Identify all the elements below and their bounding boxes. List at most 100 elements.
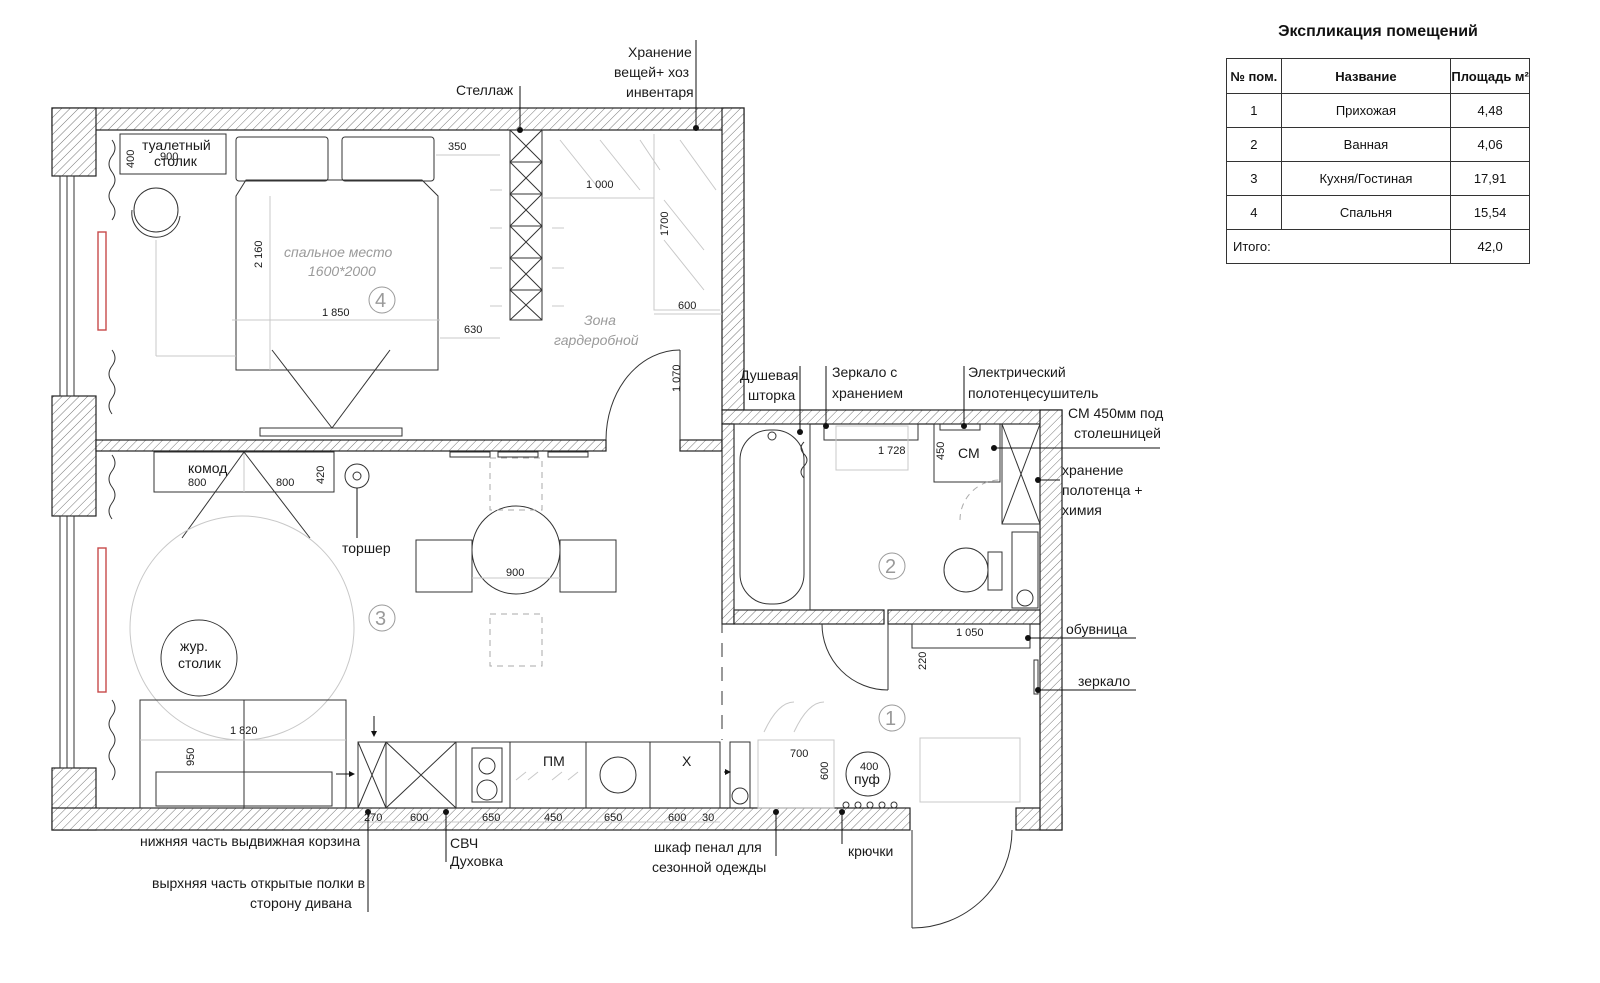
cell-num: 1 [1226,93,1282,128]
hallway: 1 050 220 1 400 пуф 700 600 [724,623,1039,929]
dim-800-b: 800 [276,477,294,489]
dishwasher-label: ПМ [543,753,565,769]
dim-700: 700 [790,748,808,760]
callout-shelves-2: сторону дивана [250,895,352,911]
callout-wardrobe-2: сезонной одежды [652,859,766,875]
callout-towel-storage-1: хранение [1062,462,1124,478]
cell-area: 4,48 [1450,93,1530,128]
header-num: № пом. [1226,58,1282,94]
callout-shower-1: Душевая [740,367,798,383]
dim-600-wardrobe: 600 [678,300,696,312]
pouf-label: пуф [854,771,880,787]
dim-k-450: 450 [544,812,562,824]
bed-label-1: спальное место [284,244,392,260]
bathroom: 1 728 СМ 450 2 [733,423,1041,691]
callout-storage-2: вещей+ хоз [614,64,689,80]
dim-1820: 1 820 [230,725,258,737]
dim-vanity-w: 900 [160,151,178,163]
radiator-living [97,547,107,693]
dim-1700: 1700 [659,212,671,236]
callout-shelves-1: вырхняя часть открытые полки в [152,875,365,891]
dim-900: 900 [506,567,524,579]
dim-350: 350 [448,141,466,153]
dim-600-hall: 600 [819,762,831,780]
table-header-row: № пом. Название Площадь м² [1226,58,1530,94]
cell-num: 2 [1226,127,1282,162]
total-label: Итого: [1225,229,1452,264]
callout-shoe-rack: обувница [1066,621,1128,637]
dim-800-a: 800 [188,477,206,489]
dim-k-600b: 600 [668,812,686,824]
dim-k-30: 30 [702,812,714,824]
table-row: 4 Спальня 15,54 [1226,195,1530,230]
callouts: Хранение вещей+ хоз инвентаря Стеллаж Ду… [140,40,1163,912]
total-area: 42,0 [1450,229,1530,264]
callout-towel-dryer-1: Электрический [968,364,1066,380]
cell-area: 15,54 [1450,195,1530,230]
callout-mirror: зеркало [1078,673,1130,689]
dim-bed-w: 1 850 [322,307,350,319]
room-number-1: 1 [885,708,896,730]
callout-shelving: Стеллаж [456,82,514,98]
dim-pouf: 400 [860,761,878,773]
cell-area: 4,06 [1450,127,1530,162]
coffee-table-label-1: жур. [180,638,208,654]
table-row: 2 Ванная 4,06 [1226,127,1530,162]
floor-plan: туалетный столик 900 400 спальное место … [51,40,1163,929]
living-room: комод 800 800 420 торшер жур. столик 3 1… [129,451,723,824]
cell-area: 17,91 [1450,161,1530,196]
callout-wardrobe-1: шкаф пенал для [654,839,762,855]
callout-towel-storage-2: полотенца + [1062,482,1143,498]
table-row: 1 Прихожая 4,48 [1226,93,1530,128]
coffee-table-label-2: столик [178,655,222,671]
room-number-2: 2 [885,556,896,578]
dim-450: 450 [935,442,947,460]
callout-towel-storage-3: химия [1062,502,1102,518]
callout-washer-1: СМ 450мм под [1068,405,1163,421]
cell-num: 4 [1226,195,1282,230]
dim-950: 950 [185,748,197,766]
dim-k-600a: 600 [410,812,428,824]
table-total-row: Итого: 42,0 [1225,229,1530,264]
dim-bed-l: 2 160 [253,240,265,268]
dim-220: 220 [917,652,929,670]
explication-grid: № пом. Название Площадь м² 1 Прихожая 4,… [1225,58,1530,264]
callout-towel-dryer-2: полотенцесушитель [968,385,1098,401]
cell-name: Ванная [1280,127,1452,162]
cell-name: Спальня [1280,195,1452,230]
callout-microwave-1: СВЧ [450,835,478,851]
floor-lamp-label: торшер [342,540,391,556]
callout-storage-3: инвентаря [626,84,694,100]
table-row: 3 Кухня/Гостиная 17,91 [1226,161,1530,196]
callout-microwave-2: Духовка [450,853,503,869]
wardrobe-zone-label-2: гардеробной [554,332,639,348]
radiator-bedroom [97,231,107,331]
header-area: Площадь м² [1450,58,1530,94]
explication-table: Экспликация помещений № пом. Название Пл… [1225,20,1530,264]
dim-k-650b: 650 [604,812,622,824]
bedroom: туалетный столик 900 400 спальное место … [119,129,722,441]
dim-k-270: 270 [364,812,382,824]
windows [59,175,75,769]
callout-storage-1: Хранение [628,44,692,60]
header-name: Название [1280,58,1452,94]
explication-title: Экспликация помещений [1278,23,1478,40]
vanity-label-2: столик [154,153,198,169]
dim-k-650a: 650 [482,812,500,824]
callout-shower-2: шторка [748,387,795,403]
callout-mirror-storage-2: хранением [832,385,903,401]
dim-1050: 1 050 [956,627,984,639]
dim-1070: 1 070 [671,364,683,392]
walls [51,107,1063,831]
curtains [108,139,116,781]
vanity-label-1: туалетный [142,137,211,153]
dim-420: 420 [315,466,327,484]
wardrobe-zone-label-1: Зона [584,312,616,328]
dim-vanity-d: 400 [125,150,137,168]
callout-basket: нижняя часть выдвижная корзина [140,833,360,849]
dresser-label: комод [188,460,227,476]
callout-hooks: крючки [848,843,893,859]
dim-630: 630 [464,324,482,336]
room-number-4: 4 [375,290,386,312]
cell-name: Кухня/Гостиная [1280,161,1452,196]
